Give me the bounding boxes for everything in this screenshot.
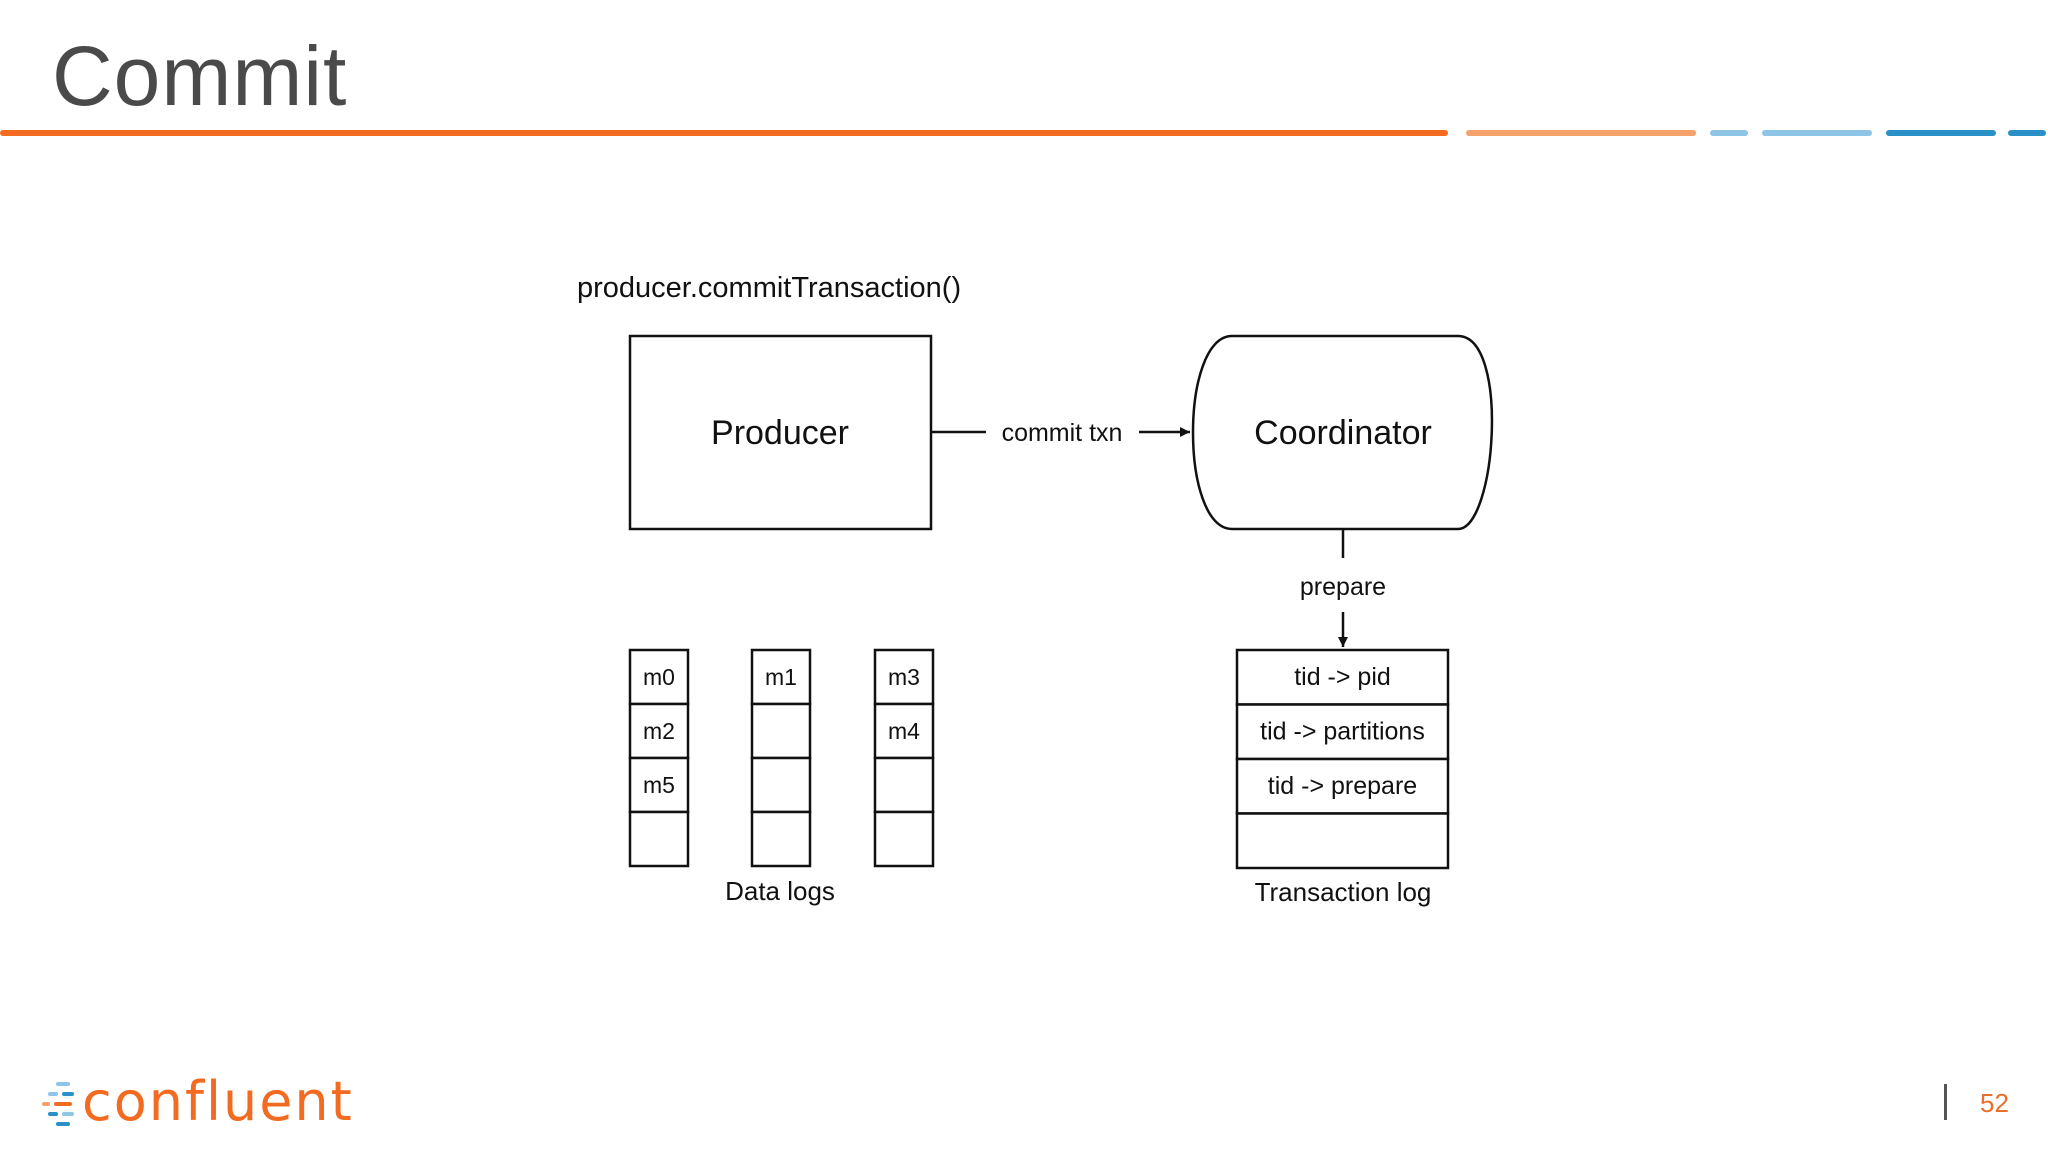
api-call-label: producer.commitTransaction()	[577, 272, 961, 304]
transaction-log-cell	[1235, 812, 1450, 870]
data-log-message: m3	[888, 664, 920, 690]
transaction-log-entry: tid -> pid	[1294, 663, 1391, 691]
page-number: 52	[1980, 1088, 2009, 1118]
transaction-log-entry: tid -> prepare	[1268, 772, 1417, 800]
rule-segment-light-blue-1	[1710, 130, 1748, 136]
data-log-cell	[750, 648, 812, 706]
producer-box	[628, 334, 933, 531]
data-log-cell	[873, 756, 935, 814]
data-log-cell	[873, 702, 935, 760]
data-logs-caption: Data logs	[725, 876, 835, 906]
data-log-cell	[873, 810, 935, 868]
data-log-cell	[628, 810, 690, 868]
rule-segment-blue-1	[1886, 130, 1996, 136]
confluent-logo: confluent	[42, 1070, 354, 1133]
data-log-message: m2	[643, 718, 675, 744]
rule-segment-light-orange	[1466, 130, 1696, 136]
commit-edge-label: commit txn	[1002, 419, 1123, 447]
page-title: Commit	[52, 29, 348, 123]
transaction-log-entry: tid -> partitions	[1260, 718, 1425, 746]
logo-wordmark: confluent	[82, 1070, 354, 1133]
data-log-message: m5	[643, 772, 675, 798]
transaction-log-group: tid -> pid tid -> partitions tid -> prepar…	[1235, 648, 1450, 870]
header-rule	[0, 130, 2048, 138]
confluent-logo-icon	[42, 1072, 80, 1132]
coordinator-label: Coordinator	[1254, 414, 1432, 452]
data-logs-group: m0 m2 m5 m1 m3 m4	[628, 648, 935, 868]
transaction-log-cell	[1235, 757, 1450, 815]
transaction-log-caption: Transaction log	[1255, 877, 1432, 907]
data-log-cell	[750, 756, 812, 814]
transaction-log-cell	[1235, 648, 1450, 706]
producer-label: Producer	[711, 414, 849, 452]
data-log-cell	[750, 810, 812, 868]
coordinator-box	[1191, 334, 1494, 531]
page-number-separator	[1944, 1084, 1947, 1120]
data-log-message: m0	[643, 664, 675, 690]
data-log-cell	[873, 648, 935, 706]
data-log-cell	[750, 702, 812, 760]
rule-segment-blue-2	[2008, 130, 2046, 136]
data-log-message: m1	[765, 664, 797, 690]
rule-segment-orange	[0, 130, 1448, 136]
prepare-edge-label: prepare	[1300, 573, 1386, 601]
rule-segment-light-blue-2	[1762, 130, 1872, 136]
data-log-message: m4	[888, 718, 920, 744]
